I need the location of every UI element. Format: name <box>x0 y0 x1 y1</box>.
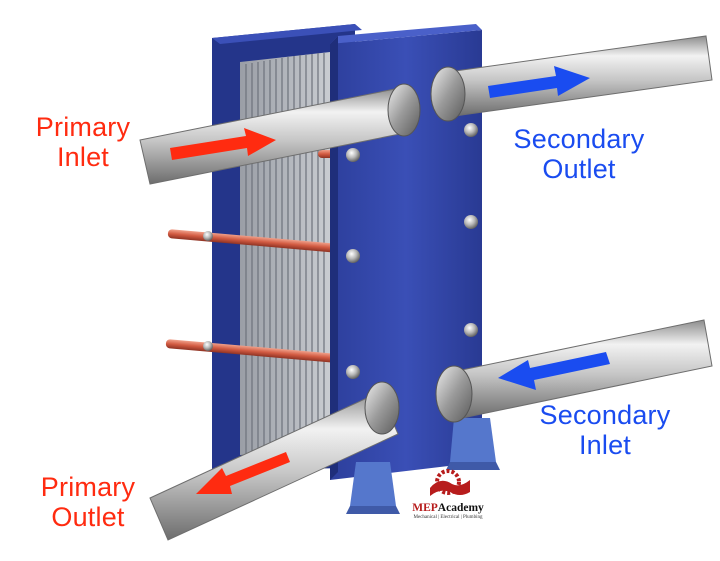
arrow-primary-outlet-icon <box>196 452 290 494</box>
frame-bolts <box>203 123 478 379</box>
label-secondary-inlet: Secondary Inlet <box>510 400 700 460</box>
label-primary-inlet-line2: Inlet <box>56 142 110 172</box>
logo-tagline: Mechanical | Electrical | Plumbing <box>413 515 483 520</box>
label-secondary-inlet-line1: Secondary <box>539 400 671 430</box>
label-secondary-outlet-line2: Outlet <box>542 154 616 184</box>
label-secondary-inlet-line2: Inlet <box>578 430 632 460</box>
logo-name-mep: MEP <box>412 502 438 514</box>
label-primary-inlet: Primary Inlet <box>18 112 148 172</box>
label-primary-outlet-line1: Primary <box>40 472 136 502</box>
label-secondary-outlet-line1: Secondary <box>513 124 645 154</box>
logo-name: MEPAcademy <box>396 502 500 514</box>
label-primary-outlet-line2: Outlet <box>51 502 125 532</box>
support-feet <box>346 418 500 514</box>
front-frame-plate <box>330 24 482 480</box>
label-primary-outlet: Primary Outlet <box>18 472 158 532</box>
mep-academy-logo-icon <box>430 469 470 496</box>
label-secondary-outlet: Secondary Outlet <box>484 124 674 184</box>
label-primary-inlet-line1: Primary <box>35 112 131 142</box>
pipe-primary-inlet <box>139 83 421 185</box>
arrow-secondary-outlet-icon <box>488 66 590 98</box>
arrow-primary-inlet-icon <box>170 128 276 160</box>
arrow-secondary-inlet-icon <box>498 352 610 390</box>
logo-name-academy: Academy <box>437 502 484 514</box>
mep-academy-logo: MEPAcademy Mechanical | Electrical | Plu… <box>396 462 500 520</box>
